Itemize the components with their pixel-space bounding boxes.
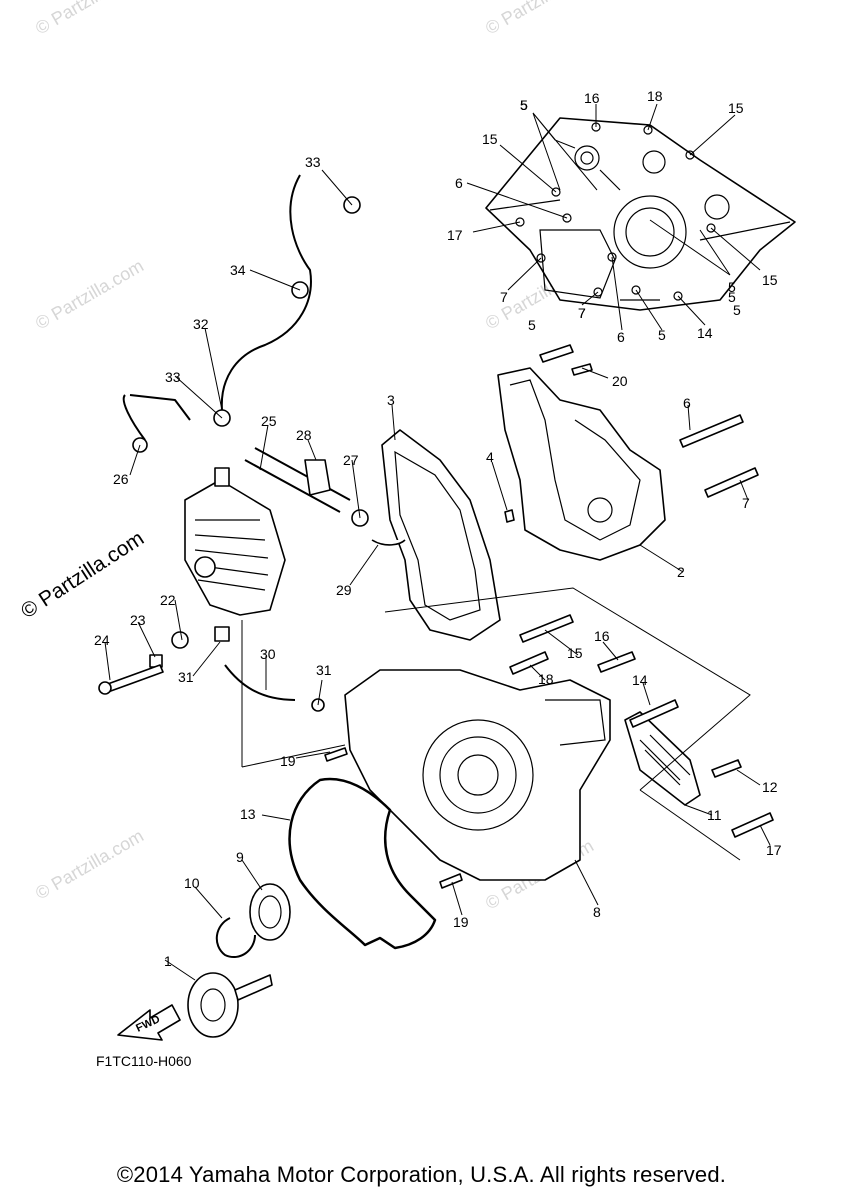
callout-19: 19	[453, 914, 469, 930]
callout-5: 5	[728, 279, 736, 295]
callout-5: 5	[658, 327, 666, 343]
hose-illustration	[224, 664, 296, 701]
callout-31: 31	[316, 662, 332, 678]
fwd-arrow: FWD	[117, 1004, 181, 1041]
watermark-text: © Partzilla.com	[32, 255, 147, 333]
cover-illustration	[497, 367, 666, 561]
callout-3: 3	[387, 392, 395, 408]
callout-33: 33	[165, 369, 181, 385]
callout-5: 5	[733, 302, 741, 318]
watermark-text: © Partzilla.com	[32, 825, 147, 903]
callout-7: 7	[578, 305, 586, 321]
callout-18: 18	[647, 88, 663, 104]
callout-17: 17	[447, 227, 463, 243]
callout-6: 6	[617, 329, 625, 345]
callout-5: 5	[520, 97, 528, 113]
callout-13: 13	[240, 806, 256, 822]
callouts: 1 2 3 4 5 5 5 5 5 5 5 5 6 6 6 7 7 7 7 8 …	[94, 88, 782, 969]
screen-illustration	[624, 711, 701, 806]
crankcase-illustration	[485, 117, 796, 311]
callout-15: 15	[728, 100, 744, 116]
callout-22: 22	[160, 592, 176, 608]
callout-24: 24	[94, 632, 110, 648]
callout-14: 14	[697, 325, 713, 341]
gear-illustration	[187, 972, 273, 1038]
callout-11: 11	[707, 807, 722, 823]
callout-20: 20	[612, 373, 628, 389]
callout-6: 6	[683, 395, 691, 411]
callout-18: 18	[538, 671, 554, 687]
callout-10: 10	[184, 875, 200, 891]
cooler-illustration	[184, 467, 286, 616]
callout-33: 33	[305, 154, 321, 170]
callout-30: 30	[260, 646, 276, 662]
watermark-text: © Partzilla.com	[482, 0, 597, 38]
guide-lines	[241, 587, 751, 861]
callout-14: 14	[632, 672, 648, 688]
watermark-text: © Partzilla.com	[32, 0, 147, 38]
callout-25: 25	[261, 413, 277, 429]
circlip-illustration	[215, 917, 256, 958]
hose-illustration	[220, 174, 312, 411]
diagram-ref-code: F1TC110-H060	[96, 1053, 192, 1069]
callout-7: 7	[500, 289, 508, 305]
callout-5: 5	[520, 97, 528, 113]
hose-illustration	[244, 447, 351, 513]
callout-32: 32	[193, 316, 209, 332]
hose-illustration	[122, 394, 191, 441]
callout-7: 7	[742, 495, 750, 511]
o-ring-illustration	[288, 777, 437, 950]
callout-31: 31	[178, 669, 194, 685]
callout-28: 28	[296, 427, 312, 443]
callout-17: 17	[766, 842, 782, 858]
bearing-illustration	[249, 883, 291, 941]
callout-15: 15	[567, 645, 583, 661]
copyright-footer: ©2014 Yamaha Motor Corporation, U.S.A. A…	[116, 1162, 727, 1187]
callout-2: 2	[677, 564, 685, 580]
callout-16: 16	[594, 628, 610, 644]
callout-26: 26	[113, 471, 129, 487]
callout-4: 4	[486, 449, 494, 465]
callout-6: 6	[455, 175, 463, 191]
callout-34: 34	[230, 262, 246, 278]
leader-lines	[104, 103, 771, 981]
gasket-illustration	[381, 429, 501, 641]
callout-23: 23	[130, 612, 146, 628]
callout-15: 15	[482, 131, 498, 147]
callout-5: 5	[528, 317, 536, 333]
callout-9: 9	[236, 849, 244, 865]
callout-12: 12	[762, 779, 778, 795]
callout-29: 29	[336, 582, 352, 598]
callout-1: 1	[164, 953, 172, 969]
callout-16: 16	[584, 90, 600, 106]
fasteners-illustration	[98, 196, 774, 889]
callout-8: 8	[593, 904, 601, 920]
callout-19: 19	[280, 753, 296, 769]
callout-7: 7	[578, 305, 586, 321]
callout-5: 5	[728, 289, 736, 305]
callout-27: 27	[343, 452, 359, 468]
callout-15: 15	[762, 272, 778, 288]
callout-5: 5	[520, 97, 528, 113]
